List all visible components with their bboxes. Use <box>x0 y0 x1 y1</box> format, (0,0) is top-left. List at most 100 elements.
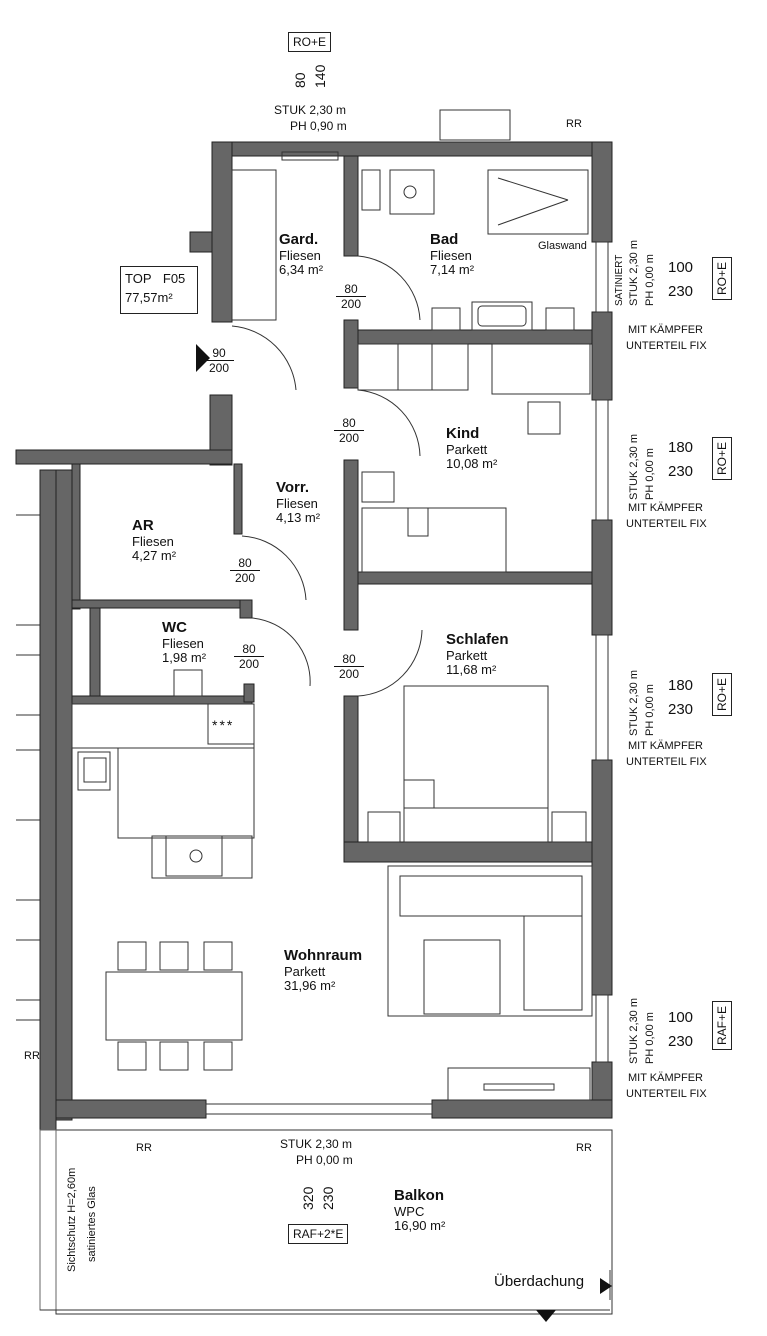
room-gard-name: Gard. <box>279 231 319 248</box>
room-bad-material: Fliesen <box>430 247 472 263</box>
door-ar: 80 200 <box>230 556 260 585</box>
room-kind: Kind Parkett 10,08 m² <box>446 425 498 471</box>
rr-label-balkon-right: RR <box>576 1142 592 1154</box>
room-kind-material: Parkett <box>446 441 488 457</box>
roof-marker-icon <box>536 1310 556 1322</box>
window-bad-width: 100 <box>668 259 694 276</box>
window-wohn-stuk: STUK 2,30 m <box>628 997 640 1064</box>
room-kind-name: Kind <box>446 425 480 442</box>
window-balkon-type: RAF+2*E <box>288 1224 349 1244</box>
door-ar-width: 80 <box>230 556 260 571</box>
room-balkon-area: 16,90 m² <box>394 1217 446 1233</box>
window-kind-note1: MIT KÄMPFER <box>628 502 703 514</box>
unit-area: 77,57m² <box>125 290 173 305</box>
window-wohn-type: RAF+E <box>712 1000 732 1050</box>
window-schlafen-width: 180 <box>668 677 694 694</box>
room-vorr: Vorr. Fliesen 4,13 m² <box>276 479 320 525</box>
window-kind-note2: UNTERTEIL FIX <box>626 518 707 530</box>
room-ar: AR Fliesen 4,27 m² <box>132 517 177 563</box>
room-wc-area: 1,98 m² <box>162 649 207 665</box>
unit-top: TOP <box>125 271 152 286</box>
room-ar-name: AR <box>132 517 154 534</box>
window-schlafen-type: RO+E <box>712 672 732 716</box>
room-bad-name: Bad <box>430 231 459 248</box>
stove-label: *** <box>212 717 235 733</box>
door-gard-width: 80 <box>336 282 366 297</box>
room-bad-area: 7,14 m² <box>430 261 475 277</box>
window-wohn-note2: UNTERTEIL FIX <box>626 1088 707 1100</box>
door-wc: 80 200 <box>234 642 264 671</box>
unit-code: F05 <box>162 271 186 286</box>
window-bad-note1: MIT KÄMPFER <box>628 324 703 336</box>
window-kind-width: 180 <box>668 439 694 456</box>
room-wohnraum-name: Wohnraum <box>284 947 363 964</box>
sichtschutz-glass-label: satiniertes Glas <box>86 1186 98 1262</box>
rr-label-top: RR <box>566 118 582 130</box>
room-gard-area: 6,34 m² <box>279 261 324 277</box>
room-gard-material: Fliesen <box>279 247 321 263</box>
window-bad-note2: UNTERTEIL FIX <box>626 340 707 352</box>
window-bad-type: RO+E <box>712 256 732 300</box>
room-wohnraum-area: 31,96 m² <box>284 977 336 993</box>
room-schlafen-area: 11,68 m² <box>446 661 497 677</box>
rr-label-left: RR <box>24 1050 40 1062</box>
room-ar-material: Fliesen <box>132 533 174 549</box>
door-entry: 90 200 <box>204 346 234 375</box>
window-balkon-stuk: STUK 2,30 m <box>280 1137 353 1151</box>
window-schlafen-stuk: STUK 2,30 m <box>628 669 640 736</box>
sichtschutz-label: Sichtschutz H=2,60m <box>66 1167 78 1272</box>
window-schlafen-height: 230 <box>668 701 694 718</box>
room-vorr-name: Vorr. <box>276 479 310 496</box>
window-balkon-height: 230 <box>320 1186 336 1210</box>
door-wc-height: 200 <box>238 657 260 671</box>
walls <box>15 141 613 1131</box>
door-schlafen: 80 200 <box>334 652 364 681</box>
room-vorr-material: Fliesen <box>276 495 318 511</box>
room-balkon-name: Balkon <box>394 1187 445 1204</box>
glaswand-label: Glaswand <box>538 240 587 252</box>
window-kind-type: RO+E <box>712 436 732 480</box>
window-wohn-note1: MIT KÄMPFER <box>628 1072 703 1084</box>
roof-edge-icon <box>600 1278 612 1294</box>
room-wc-name: WC <box>162 619 187 636</box>
ueberdachung-label: Überdachung <box>494 1273 585 1290</box>
room-wc-material: Fliesen <box>162 635 204 651</box>
window-top-width: 80 <box>292 72 308 88</box>
room-schlafen-material: Parkett <box>446 647 488 663</box>
room-wc: WC Fliesen 1,98 m² <box>162 619 207 665</box>
door-entry-height: 200 <box>208 361 230 375</box>
room-kind-area: 10,08 m² <box>446 455 498 471</box>
door-kind: 80 200 <box>334 416 364 445</box>
window-schlafen-note2: UNTERTEIL FIX <box>626 756 707 768</box>
room-bad: Bad Fliesen 7,14 m² <box>430 231 475 277</box>
window-schlafen-ph: PH 0,00 m <box>644 684 656 736</box>
entry-arrow-icon <box>196 344 210 372</box>
window-kind-height: 230 <box>668 463 694 480</box>
door-kind-height: 200 <box>338 431 360 445</box>
unit-label: TOP F05 77,57m² <box>120 266 198 314</box>
door-schlafen-width: 80 <box>334 652 364 667</box>
window-balkon-ph: PH 0,00 m <box>296 1153 353 1167</box>
room-balkon-material: WPC <box>394 1203 425 1219</box>
window-kind-stuk: STUK 2,30 m <box>628 433 640 500</box>
door-schlafen-height: 200 <box>338 667 360 681</box>
room-gard: Gard. Fliesen 6,34 m² <box>279 231 324 277</box>
window-top-stuk: STUK 2,30 m <box>274 103 347 117</box>
window-wohn-height: 230 <box>668 1033 694 1050</box>
window-top-ph: PH 0,90 m <box>290 119 347 133</box>
door-ar-height: 200 <box>234 571 256 585</box>
room-schlafen-name: Schlafen <box>446 631 509 648</box>
window-schlafen-note1: MIT KÄMPFER <box>628 740 703 752</box>
window-wohn-ph: PH 0,00 m <box>644 1012 656 1064</box>
window-wohn-width: 100 <box>668 1009 694 1026</box>
room-balkon: Balkon WPC 16,90 m² <box>394 1187 446 1233</box>
window-bad-height: 230 <box>668 283 694 300</box>
room-ar-area: 4,27 m² <box>132 547 177 563</box>
door-gard: 80 200 <box>336 282 366 311</box>
door-entry-width: 90 <box>204 346 234 361</box>
window-bad-stuk: STUK 2,30 m <box>628 239 640 306</box>
rr-label-balkon-left: RR <box>136 1142 152 1154</box>
room-wohnraum: Wohnraum Parkett 31,96 m² <box>284 947 363 993</box>
door-wc-width: 80 <box>234 642 264 657</box>
